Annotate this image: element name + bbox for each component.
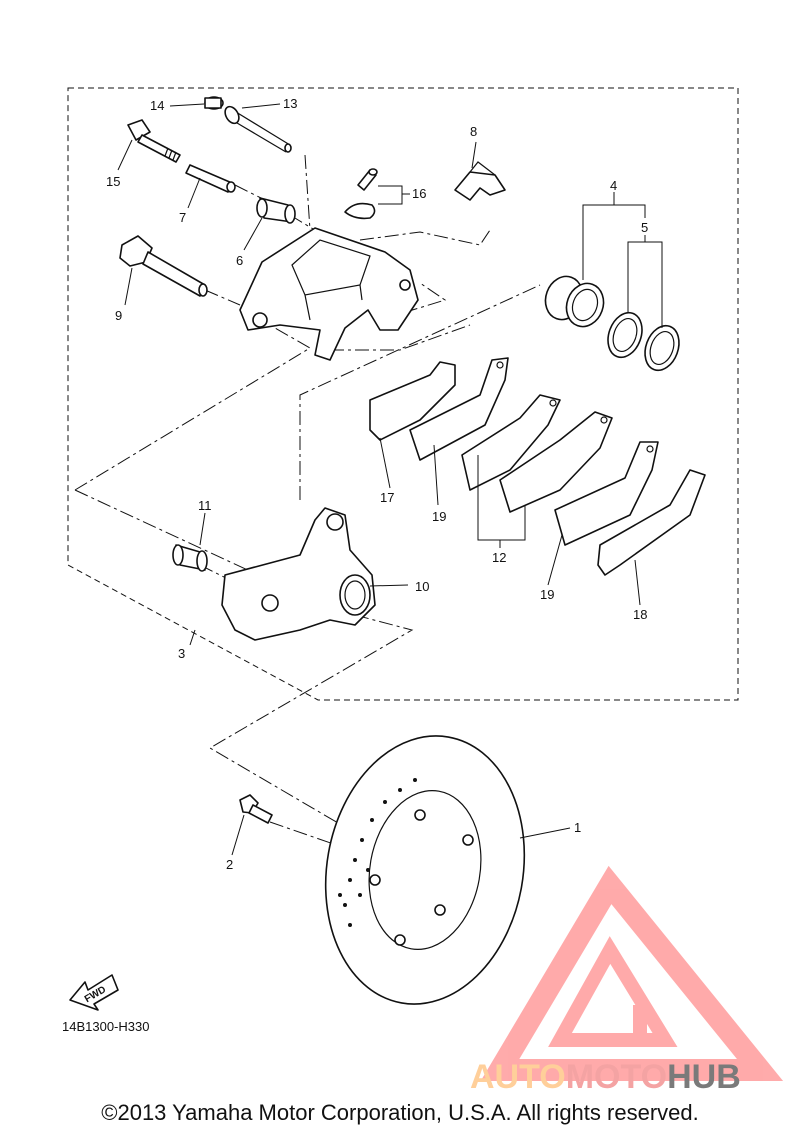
guide-line-2 bbox=[74, 307, 311, 491]
label-2: 2 bbox=[226, 857, 233, 872]
guide-line-4 bbox=[299, 284, 541, 500]
label-12: 12 bbox=[492, 550, 506, 565]
watermark-hub: HUB bbox=[667, 1058, 741, 1096]
watermark-auto: AUTO bbox=[470, 1058, 566, 1096]
label-5: 5 bbox=[641, 220, 648, 235]
leader-lines bbox=[117, 103, 663, 856]
label-13: 13 bbox=[283, 96, 297, 111]
label-9: 9 bbox=[115, 308, 122, 323]
caliper-body bbox=[239, 227, 419, 361]
copyright-notice: ©2013 Yamaha Motor Corporation, U.S.A. A… bbox=[101, 1100, 699, 1125]
disc-holes bbox=[338, 778, 417, 927]
watermark-text: AUTOMOTOHUB bbox=[470, 1058, 741, 1096]
part-14-cap bbox=[204, 96, 224, 110]
guide-line-8 bbox=[209, 614, 414, 831]
guide-line-5 bbox=[330, 324, 471, 351]
part-12-pad-set bbox=[461, 394, 613, 513]
guide-line-9 bbox=[269, 821, 346, 849]
label-14: 14 bbox=[150, 98, 164, 113]
part-19-pad-lower bbox=[554, 441, 659, 546]
label-3: 3 bbox=[178, 646, 185, 661]
part-2-bolt bbox=[239, 794, 273, 824]
label-18: 18 bbox=[633, 607, 647, 622]
part-9-bolt bbox=[119, 235, 208, 297]
watermark-moto: MOTO bbox=[566, 1058, 667, 1096]
caliper-assembly-boundary bbox=[67, 87, 739, 701]
label-10: 10 bbox=[415, 579, 429, 594]
label-1: 1 bbox=[574, 820, 581, 835]
label-7: 7 bbox=[179, 210, 186, 225]
part-5-seals bbox=[607, 311, 680, 372]
part-1-brake-disc bbox=[324, 735, 526, 1005]
part-15-bolt bbox=[127, 119, 181, 163]
fwd-arrow-icon: FWD bbox=[69, 974, 119, 1011]
part-13-pin bbox=[224, 105, 292, 153]
label-4: 4 bbox=[610, 178, 617, 193]
part-19-pad-upper bbox=[409, 357, 509, 461]
guide-line-14 bbox=[204, 289, 241, 306]
part-4-piston bbox=[544, 275, 605, 328]
label-11: 11 bbox=[198, 498, 212, 513]
label-8: 8 bbox=[470, 124, 477, 139]
guide-line-11 bbox=[304, 154, 311, 231]
label-19a: 19 bbox=[432, 509, 446, 524]
part-16-bleed-screw bbox=[344, 168, 378, 220]
label-16: 16 bbox=[412, 186, 426, 201]
label-17: 17 bbox=[380, 490, 394, 505]
label-6: 6 bbox=[236, 253, 243, 268]
part-7-sleeve bbox=[185, 164, 236, 193]
part-6-boot bbox=[256, 197, 296, 224]
part-17-shim bbox=[369, 361, 456, 441]
guide-line-6 bbox=[379, 282, 447, 321]
part-labels: 14 13 15 7 6 9 16 8 4 5 17 19 12 19 18 1… bbox=[106, 96, 648, 872]
diagram-code: 14B1300-H330 bbox=[62, 1019, 149, 1034]
watermark-logo bbox=[480, 865, 784, 1081]
part-8-clip bbox=[454, 161, 506, 201]
part-3-bracket bbox=[221, 507, 376, 641]
label-19b: 19 bbox=[540, 587, 554, 602]
part-11-boot bbox=[172, 544, 208, 572]
guide-line-7 bbox=[359, 229, 491, 246]
part-18-shim bbox=[597, 469, 706, 576]
label-15: 15 bbox=[106, 174, 120, 189]
